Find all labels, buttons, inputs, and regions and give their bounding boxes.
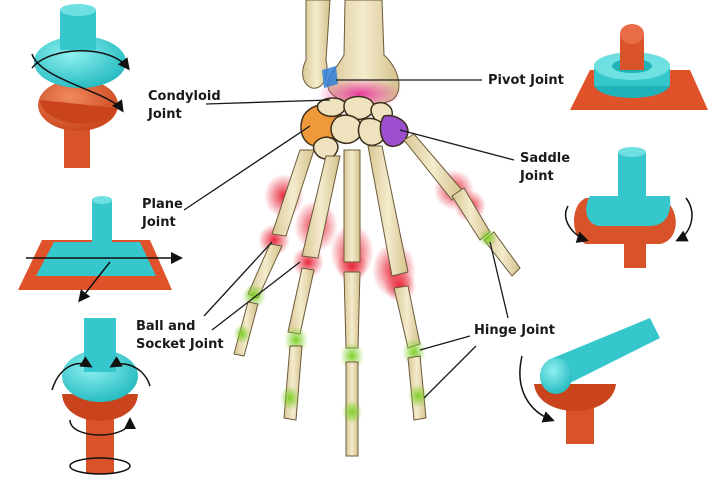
ball-socket-label: Ball and Socket Joint (136, 318, 224, 354)
pivot-label: Pivot Joint (488, 73, 564, 88)
condyloid-model-icon (31, 4, 130, 168)
hand-skeleton-icon (233, 0, 521, 457)
condyloid-label-line1: Condyloid (148, 89, 221, 104)
plane-label-line1: Plane (142, 197, 183, 212)
ball-socket-label-line2: Socket Joint (136, 337, 224, 352)
condyloid-label: Condyloid Joint (148, 88, 221, 124)
saddle-label-line1: Saddle (520, 151, 571, 166)
plane-model-icon (18, 196, 183, 303)
hinge-model-icon (519, 318, 660, 444)
hinge-label: Hinge Joint (474, 323, 555, 338)
ball-socket-label-line1: Ball and (136, 319, 196, 334)
pivot-model-icon (570, 24, 708, 110)
saddle-label-line2: Joint (520, 169, 554, 184)
saddle-model-icon (565, 147, 693, 268)
ball-socket-model-icon (51, 318, 151, 475)
plane-label: Plane Joint (142, 196, 183, 232)
condyloid-label-line2: Joint (148, 107, 182, 122)
saddle-label: Saddle Joint (520, 150, 570, 186)
leader-lines (183, 79, 515, 399)
plane-label-line2: Joint (142, 215, 176, 230)
